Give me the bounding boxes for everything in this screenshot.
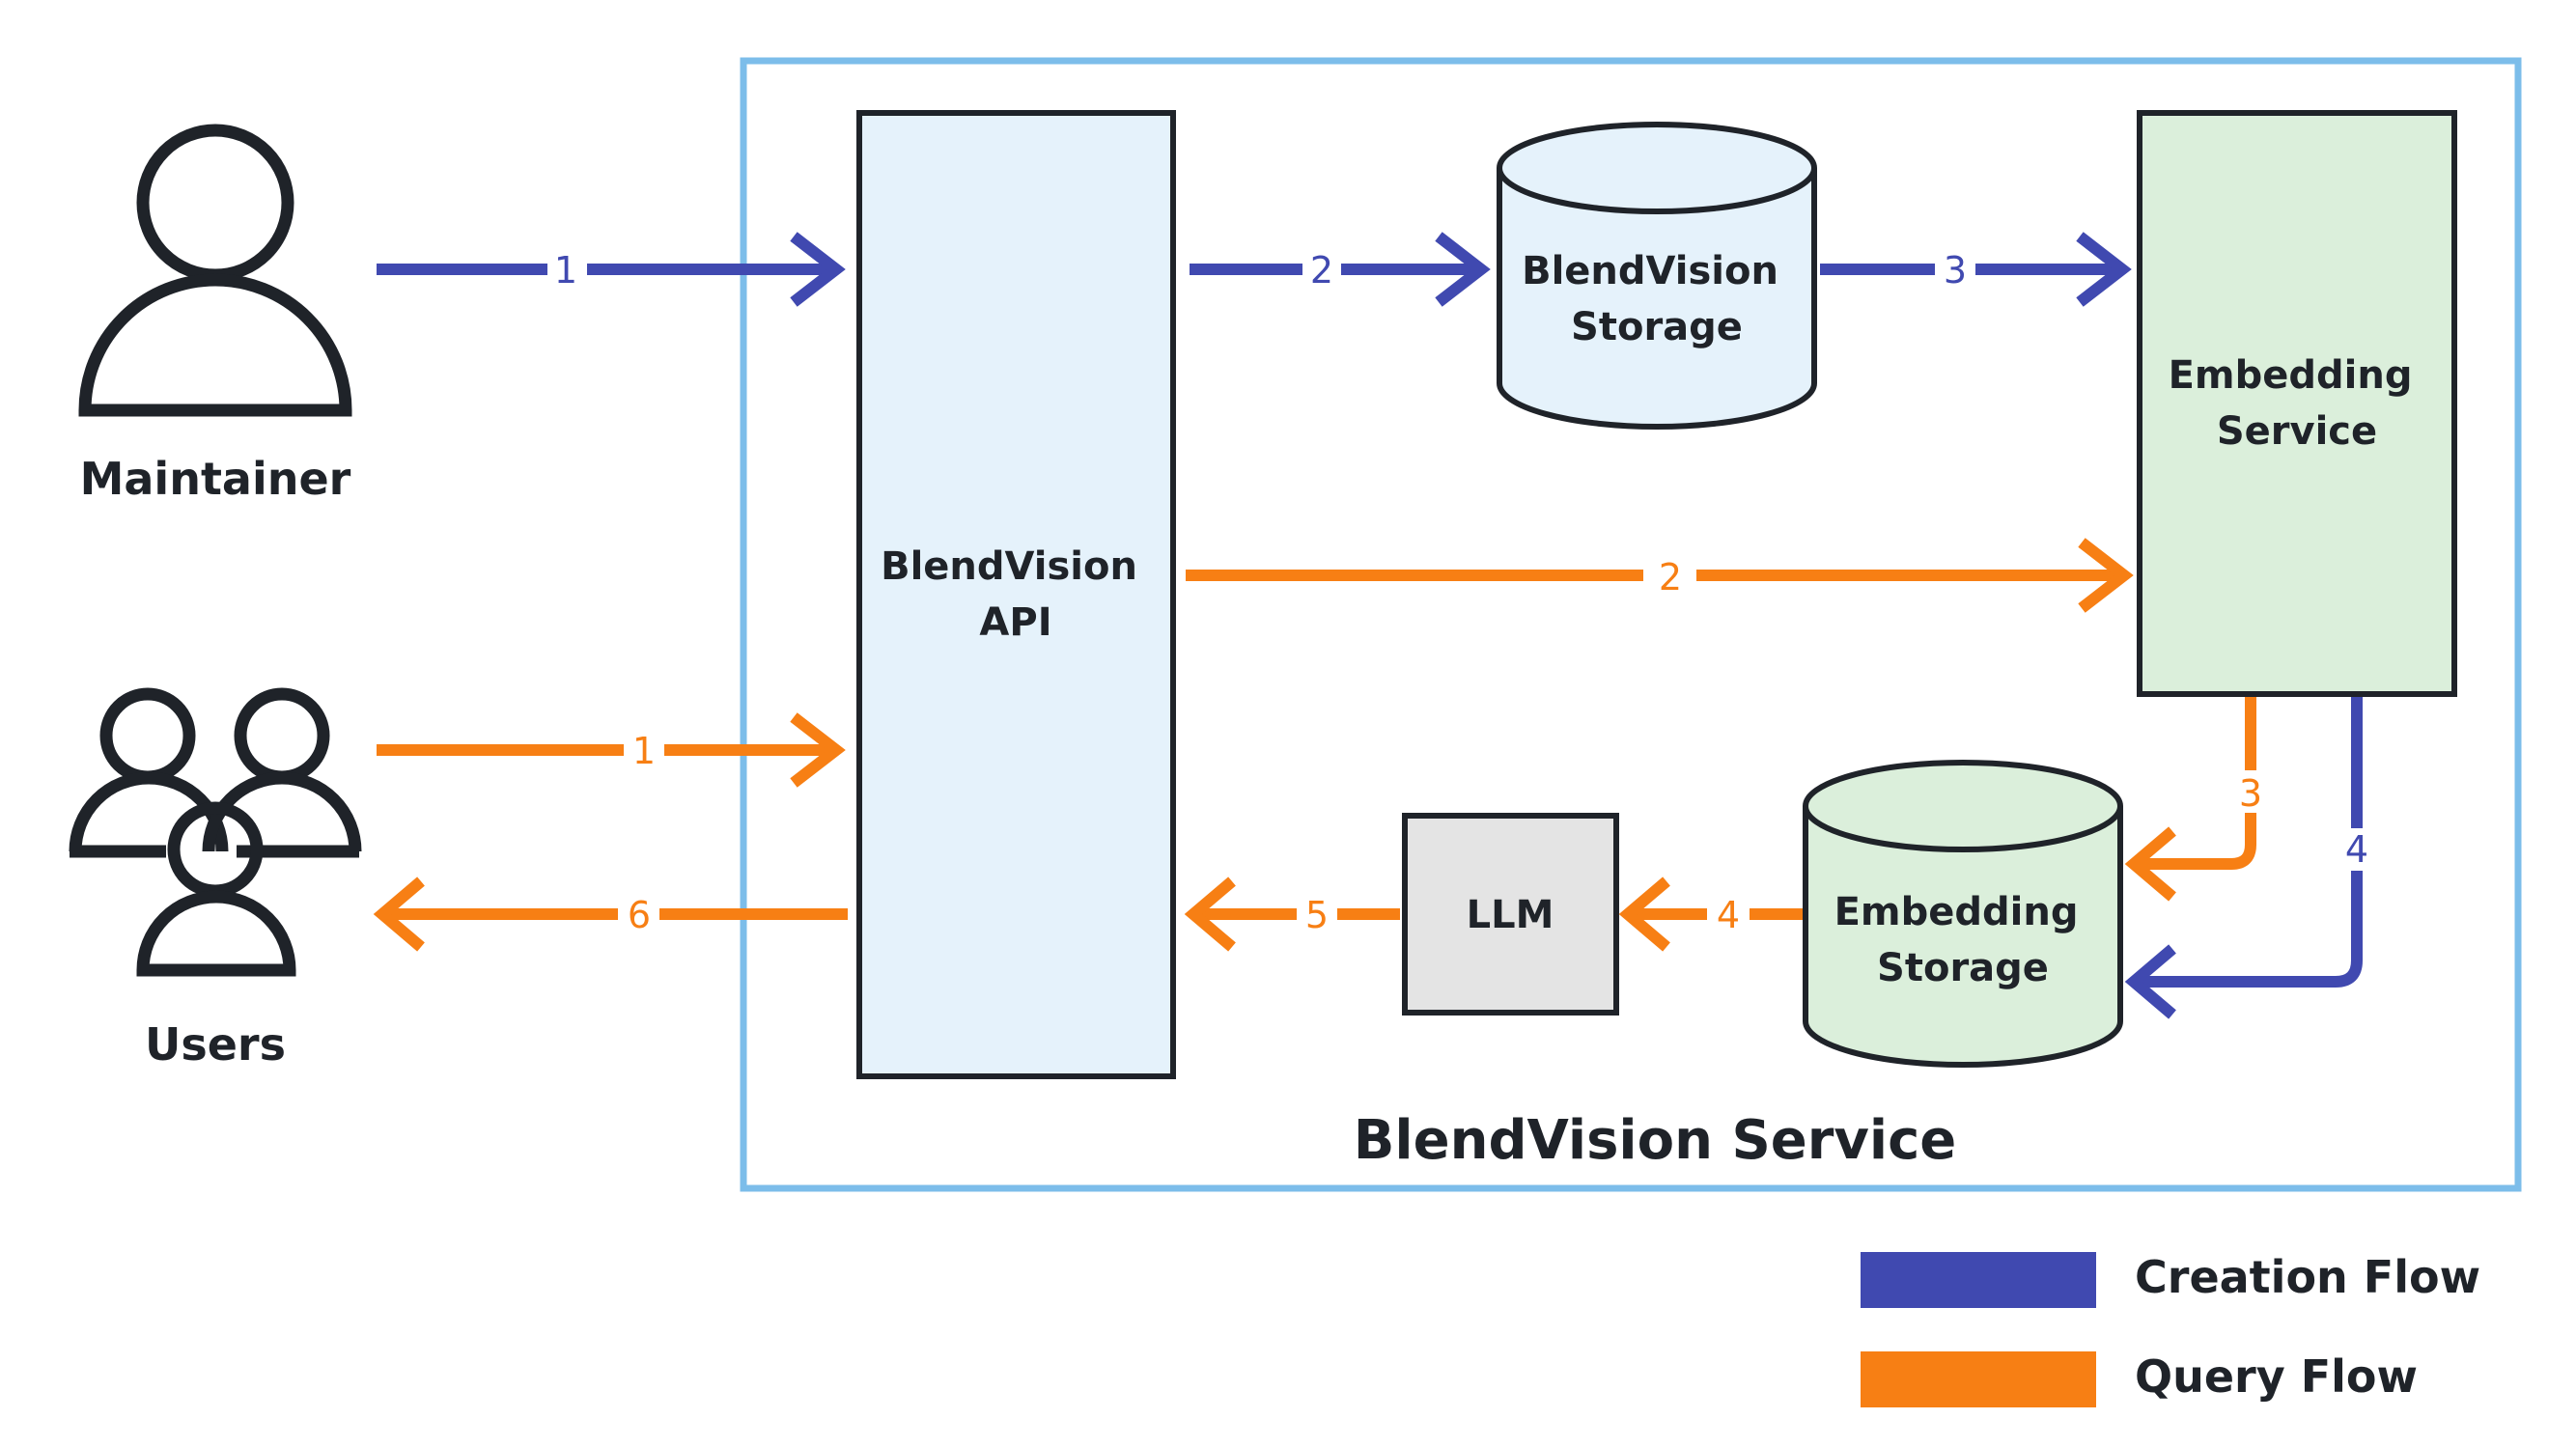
llm-label: LLM xyxy=(1467,893,1554,937)
query-step-2: 2 xyxy=(1659,556,1682,598)
users-icon xyxy=(69,687,362,977)
service-title: BlendVision Service xyxy=(1354,1109,1957,1172)
legend: Creation Flow Query Flow xyxy=(1861,1251,2480,1407)
query-step-numbers: 1 2 3 4 5 6 xyxy=(628,556,2262,936)
api-box xyxy=(856,110,1176,1079)
query-step-6: 6 xyxy=(628,894,651,936)
legend-query-swatch xyxy=(1861,1351,2096,1407)
blendvision-storage-label: BlendVision Storage xyxy=(1522,249,1792,349)
service-boundary xyxy=(740,57,2522,1192)
creation-step-2: 2 xyxy=(1310,249,1333,292)
api-label: BlendVision API xyxy=(881,544,1151,645)
creation-step-3: 3 xyxy=(1944,249,1967,292)
embedding-storage-cylinder xyxy=(1803,760,2123,1068)
maintainer-label: Maintainer xyxy=(80,453,351,505)
legend-creation-label: Creation Flow xyxy=(2135,1251,2480,1303)
llm-box xyxy=(1402,813,1619,1016)
blendvision-storage-cylinder xyxy=(1497,122,1817,430)
legend-query-label: Query Flow xyxy=(2135,1350,2418,1403)
creation-step-4: 4 xyxy=(2345,828,2368,871)
query-step-4: 4 xyxy=(1717,894,1740,936)
creation-flow xyxy=(377,232,2363,1019)
creation-step-numbers: 1 2 3 4 xyxy=(554,249,2368,871)
maintainer-icon xyxy=(78,124,352,417)
query-flow xyxy=(373,538,2256,952)
embedding-service-box xyxy=(2137,110,2457,697)
query-step-5: 5 xyxy=(1305,894,1329,936)
embedding-service-label: Embedding Service xyxy=(2169,353,2426,454)
creation-step-1: 1 xyxy=(554,249,577,292)
query-step-3: 3 xyxy=(2239,772,2262,815)
users-label: Users xyxy=(145,1018,286,1071)
embedding-storage-label: Embedding Storage xyxy=(1834,890,2092,990)
query-step-1: 1 xyxy=(632,730,656,772)
legend-creation-swatch xyxy=(1861,1252,2096,1308)
